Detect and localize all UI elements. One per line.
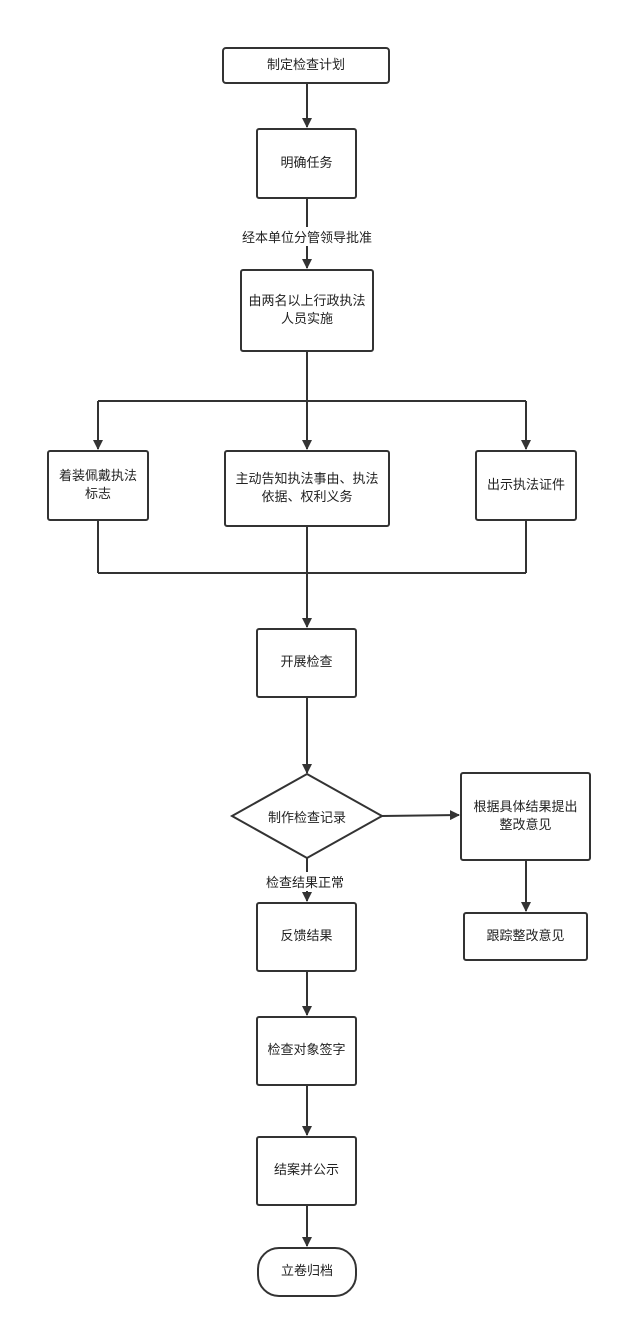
record-diamond: [229, 772, 385, 860]
approval-label: 经本单位分管领导批准: [240, 227, 375, 246]
record-label: 制作检查记录: [267, 811, 346, 826]
archive-node: 立卷归档: [257, 1247, 357, 1297]
close-node: 结案并公示: [256, 1136, 357, 1206]
rectify-opinion-node: 根据具体结果提出整改意见: [460, 772, 591, 861]
staff-node: 由两名以上行政执法人员实施: [240, 269, 374, 352]
inspect-node: 开展检查: [256, 628, 357, 698]
task-node: 明确任务: [256, 128, 357, 199]
edge-record-rectify: [381, 810, 460, 821]
plan-node: 制定检查计划: [222, 47, 390, 84]
inform-node: 主动告知执法事由、执法依据、权利义务: [224, 450, 390, 527]
badge-node: 着装佩戴执法标志: [47, 450, 149, 521]
feedback-node: 反馈结果: [256, 902, 357, 972]
normal-label: 检查结果正常: [264, 872, 347, 891]
cert-node: 出示执法证件: [475, 450, 577, 521]
sign-node: 检查对象签字: [256, 1016, 357, 1086]
follow-up-node: 跟踪整改意见: [463, 912, 588, 961]
